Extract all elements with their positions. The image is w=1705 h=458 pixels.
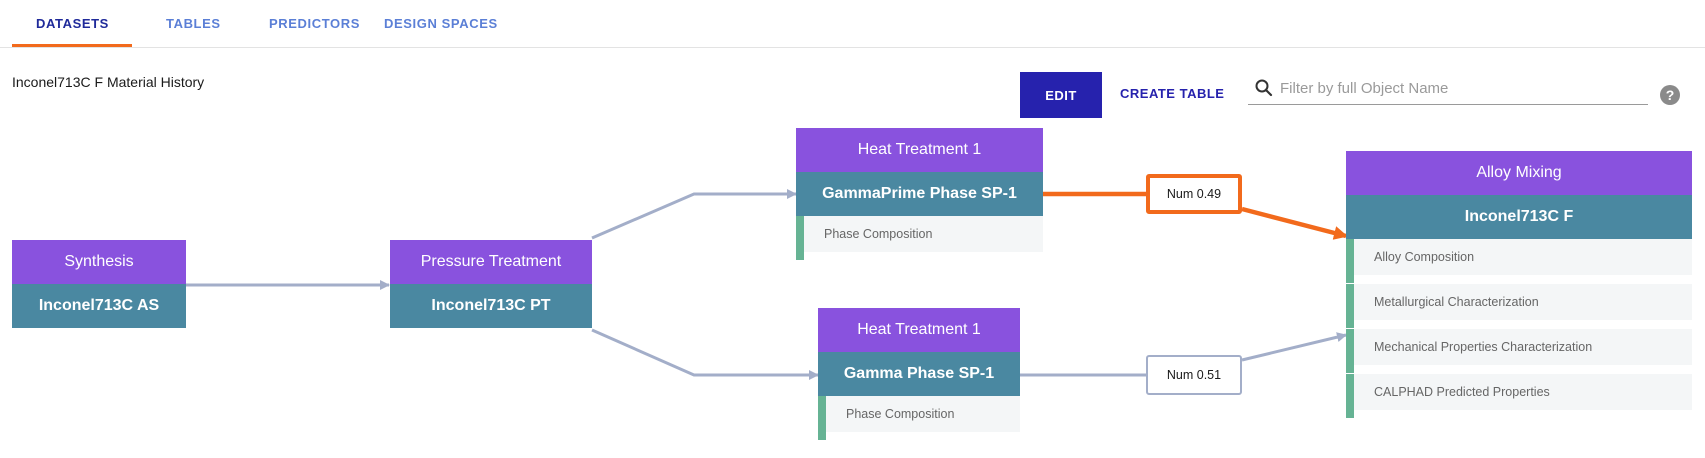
material-label[interactable]: Gamma Phase SP-1 [818, 352, 1020, 396]
node-alloy-mixing: Alloy Mixing Inconel713C F Alloy Composi… [1346, 151, 1692, 418]
tab-datasets[interactable]: DATASETS [36, 16, 109, 31]
edge-value-label-top[interactable]: Num 0.49 [1146, 174, 1242, 214]
attribute-item[interactable]: Phase Composition [818, 396, 1020, 440]
attribute-item[interactable]: Metallurgical Characterization [1346, 284, 1692, 328]
material-label[interactable]: Inconel713C AS [12, 284, 186, 328]
attribute-item[interactable]: CALPHAD Predicted Properties [1346, 374, 1692, 418]
attribute-item[interactable]: Phase Composition [796, 216, 1043, 260]
process-label[interactable]: Alloy Mixing [1346, 151, 1692, 195]
edge-pressure-to-heat-top [591, 189, 797, 240]
tab-tables[interactable]: TABLES [166, 16, 221, 31]
material-label[interactable]: Inconel713C F [1346, 195, 1692, 239]
attribute-item[interactable]: Alloy Composition [1346, 239, 1692, 283]
page-title: Inconel713C F Material History [12, 74, 205, 90]
create-table-button[interactable]: CREATE TABLE [1120, 86, 1225, 101]
tab-design-spaces[interactable]: DESIGN SPACES [384, 16, 498, 31]
material-label[interactable]: GammaPrime Phase SP-1 [796, 172, 1043, 216]
process-label[interactable]: Pressure Treatment [390, 240, 592, 284]
edge-pressure-to-heat-bottom [591, 328, 819, 380]
edge-value-label-bottom[interactable]: Num 0.51 [1146, 355, 1242, 395]
material-label[interactable]: Inconel713C PT [390, 284, 592, 328]
node-pressure-treatment: Pressure Treatment Inconel713C PT [390, 240, 592, 328]
process-label[interactable]: Heat Treatment 1 [818, 308, 1020, 352]
edge-label-to-alloy [1241, 332, 1347, 362]
process-label[interactable]: Heat Treatment 1 [796, 128, 1043, 172]
attribute-item[interactable]: Mechanical Properties Characterization [1346, 329, 1692, 373]
edge-label-to-alloy-highlight [1241, 206, 1348, 240]
process-label[interactable]: Synthesis [12, 240, 186, 284]
node-heat-treatment-top: Heat Treatment 1 GammaPrime Phase SP-1 P… [796, 128, 1043, 260]
node-synthesis: Synthesis Inconel713C AS [12, 240, 186, 328]
search-input[interactable] [1280, 75, 1640, 101]
search-box [1248, 72, 1648, 105]
tab-bar: DATASETS TABLES PREDICTORS DESIGN SPACES [0, 0, 1705, 48]
help-icon[interactable]: ? [1660, 85, 1680, 105]
active-tab-indicator [12, 44, 132, 47]
search-icon [1254, 78, 1274, 103]
tab-predictors[interactable]: PREDICTORS [269, 16, 360, 31]
node-heat-treatment-bottom: Heat Treatment 1 Gamma Phase SP-1 Phase … [818, 308, 1020, 440]
edit-button[interactable]: EDIT [1020, 72, 1102, 118]
